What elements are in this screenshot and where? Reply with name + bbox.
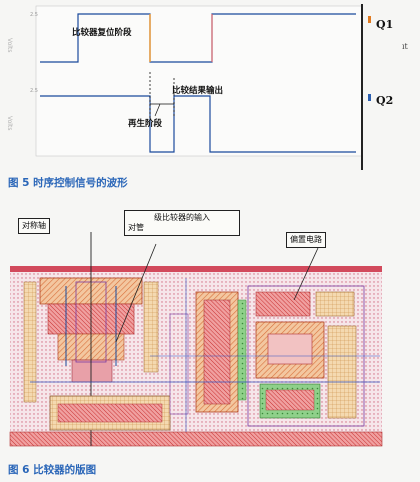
y-label-top-smudge: Volts — [6, 38, 13, 52]
fig5-caption: 图 5 时序控制信号的波形 — [8, 177, 128, 189]
y-label-bottom-smudge: Volts — [6, 116, 13, 130]
leader-input-pair — [115, 243, 157, 343]
annotation-symmetry-axis: 对称轴 — [18, 218, 50, 234]
q2-marker — [368, 94, 371, 101]
bottom-rail — [9, 431, 383, 447]
annotation-input-pair-line2: 对管 — [128, 223, 144, 232]
layout-drawing — [9, 232, 383, 447]
label-q2: Q2 — [376, 94, 394, 107]
waveform-plot: Volts Volts 2.5 2.5 — [6, 4, 371, 170]
annotation-input-pair: 级比较器的输入 对管 — [124, 210, 240, 236]
regen-pointer — [154, 103, 161, 117]
label-regen-stage: 再生阶段 — [128, 119, 163, 129]
waveform-figure: Volts Volts 2.5 2.5 比较器复位阶段 比较结果输出 再生阶段 … — [0, 0, 420, 172]
leader-bias — [293, 247, 319, 301]
top-tick-smudge: 2.5 — [30, 12, 38, 18]
waveform-frame — [35, 5, 363, 157]
label-edge-mark: ıt — [402, 42, 408, 51]
q1-marker — [368, 16, 371, 23]
latch-column — [169, 291, 247, 415]
annotation-bias: 偏置电路 — [286, 232, 326, 248]
bottom-array-inner — [57, 403, 163, 423]
bottom-tick-smudge: 2.5 — [30, 88, 38, 94]
top-metal-bar — [10, 266, 382, 272]
fig6-caption: 图 6 比较器的版图 — [8, 464, 97, 476]
bias-circuit-block — [247, 285, 365, 427]
label-result-output: 比较结果输出 — [172, 86, 224, 96]
annotation-input-pair-line1: 级比较器的输入 — [154, 213, 210, 222]
label-q1: Q1 — [376, 18, 394, 31]
label-reset-stage: 比较器复位阶段 — [72, 28, 132, 38]
layout-figure: 对称轴 级比较器的输入 对管 偏置电路 — [0, 196, 420, 456]
